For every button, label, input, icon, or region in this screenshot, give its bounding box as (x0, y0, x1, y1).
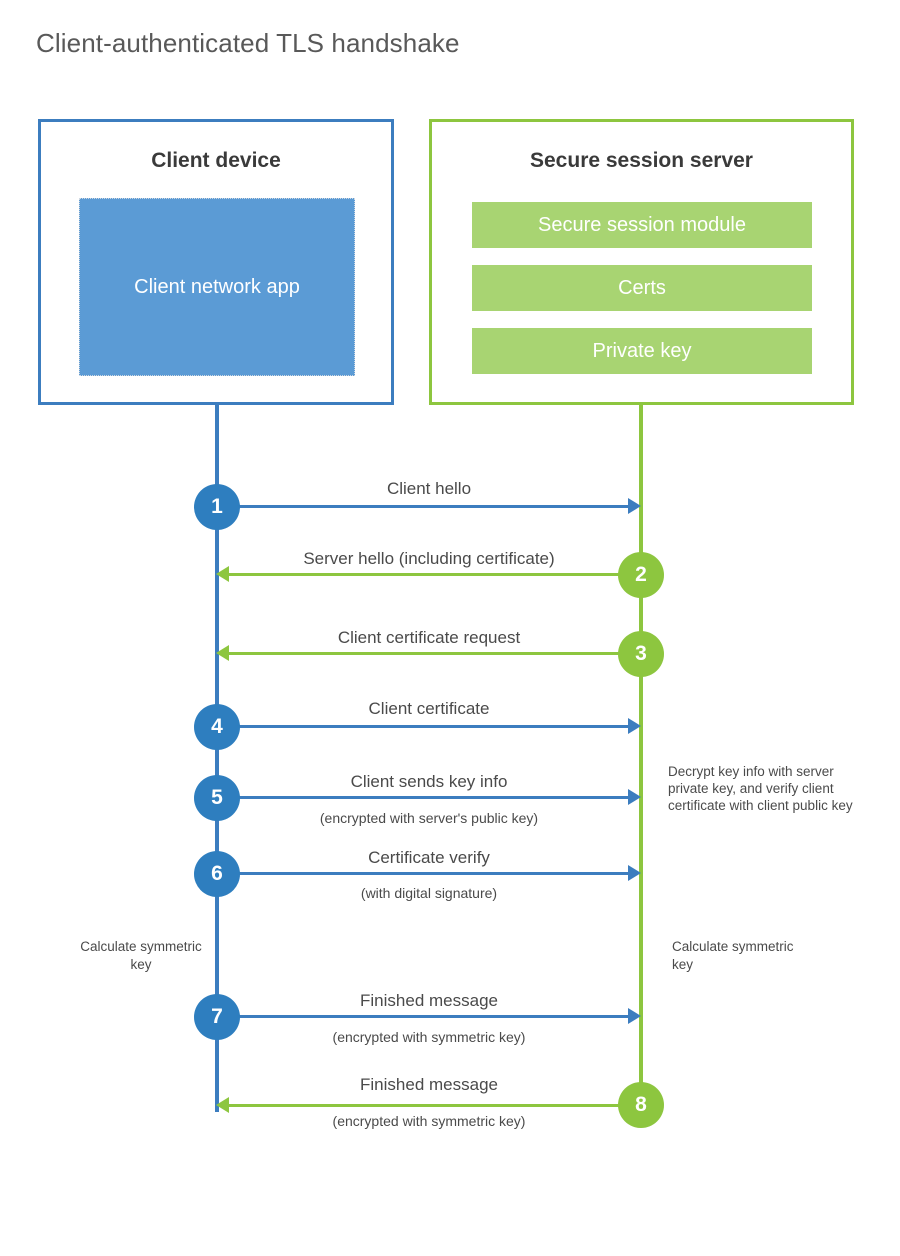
step-8-arrow-head (216, 1097, 229, 1113)
step-5-arrow-head (628, 789, 641, 805)
step-6-arrow-line (217, 872, 629, 875)
page-title: Client-authenticated TLS handshake (36, 28, 460, 58)
step-1-label: Client hello (386, 479, 472, 498)
step-6-badge[interactable]: 6 (194, 851, 240, 897)
step-4-arrow-head (628, 718, 641, 734)
step-5-arrow-line (217, 796, 629, 799)
client-network-app-label: Client network app (134, 275, 300, 298)
step-8-badge[interactable]: 8 (618, 1082, 664, 1128)
step-5-sublabel: (encrypted with server's public key) (319, 810, 539, 826)
step-4-label: Client certificate (368, 699, 490, 718)
step-7-label: Finished message (360, 991, 498, 1010)
step-8-sublabel: (encrypted with symmetric key) (332, 1113, 526, 1129)
step-5-label: Client sends key info (350, 772, 508, 791)
step-5-badge[interactable]: 5 (194, 775, 240, 821)
server-component-label: Certs (618, 276, 666, 299)
client-device-box: Client device Client network app (38, 119, 394, 405)
step-6-arrow-head (628, 865, 641, 881)
note-calculate-symmetric-key-client: Calculate symmetric key (80, 939, 202, 972)
step-2-label: Server hello (including certificate) (303, 549, 555, 568)
step-1-arrow-line (217, 505, 629, 508)
step-6-sublabel: (with digital signature) (360, 885, 498, 901)
client-lifeline (215, 405, 219, 1112)
step-8-label: Finished message (360, 1075, 498, 1094)
step-7-badge[interactable]: 7 (194, 994, 240, 1040)
step-7-sublabel: (encrypted with symmetric key) (332, 1029, 526, 1045)
step-6-label: Certificate verify (368, 848, 490, 867)
note-decrypt-key-info: Decrypt key info with server private key… (668, 764, 853, 813)
note-calculate-symmetric-key-server: Calculate symmetric key (672, 939, 794, 972)
client-network-app-block: Client network app (79, 198, 355, 376)
server-component-secure-session-module: Secure session module (472, 202, 812, 248)
step-3-badge[interactable]: 3 (618, 631, 664, 677)
step-3-label: Client certificate request (337, 628, 521, 647)
secure-session-server-box: Secure session server Secure session mod… (429, 119, 854, 405)
step-4-badge[interactable]: 4 (194, 704, 240, 750)
step-1-arrow-head (628, 498, 641, 514)
step-4-arrow-line (217, 725, 629, 728)
step-7-arrow-line (217, 1015, 629, 1018)
client-device-title: Client device (151, 149, 281, 172)
step-2-badge[interactable]: 2 (618, 552, 664, 598)
server-component-label: Secure session module (538, 213, 746, 236)
step-1-badge[interactable]: 1 (194, 484, 240, 530)
step-3-arrow-head (216, 645, 229, 661)
step-2-arrow-line (229, 573, 641, 576)
step-3-arrow-line (229, 652, 641, 655)
server-component-private-key: Private key (472, 328, 812, 374)
secure-session-server-title: Secure session server (530, 149, 753, 172)
server-component-label: Private key (592, 339, 692, 362)
server-lifeline (639, 405, 643, 1112)
step-7-arrow-head (628, 1008, 641, 1024)
step-8-arrow-line (229, 1104, 641, 1107)
server-component-certs: Certs (472, 265, 812, 311)
step-2-arrow-head (216, 566, 229, 582)
